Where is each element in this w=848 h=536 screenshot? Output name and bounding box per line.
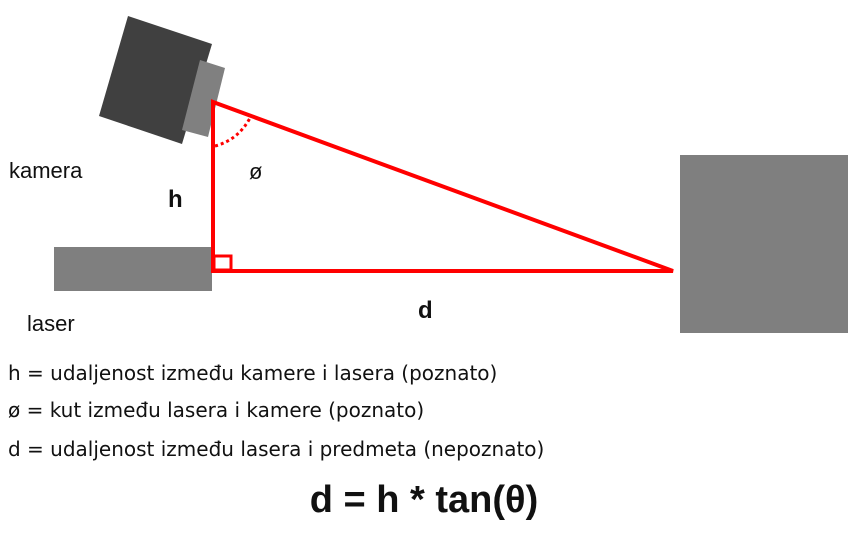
angle-label: ø: [249, 159, 262, 184]
distance-formula: d = h * tan(θ): [309, 479, 539, 521]
right-angle-marker: [212, 254, 233, 272]
legend-height-definition: h = udaljenost između kamere i lasera (p…: [8, 361, 498, 385]
laser-block: [54, 247, 212, 291]
camera-body: [99, 16, 212, 144]
laser-label: laser: [27, 311, 75, 336]
legend-angle-definition: ø = kut između lasera i kamere (poznato): [8, 398, 425, 422]
legend-distance-definition: d = udaljenost između lasera i predmeta …: [8, 437, 545, 461]
target-object: [680, 155, 848, 333]
camera-lens: [182, 60, 225, 137]
distance-label: d: [418, 297, 433, 324]
measurement-triangle: [211, 99, 674, 273]
angle-arc: [214, 117, 252, 148]
height-label: h: [168, 186, 183, 213]
camera-label: kamera: [9, 158, 83, 183]
